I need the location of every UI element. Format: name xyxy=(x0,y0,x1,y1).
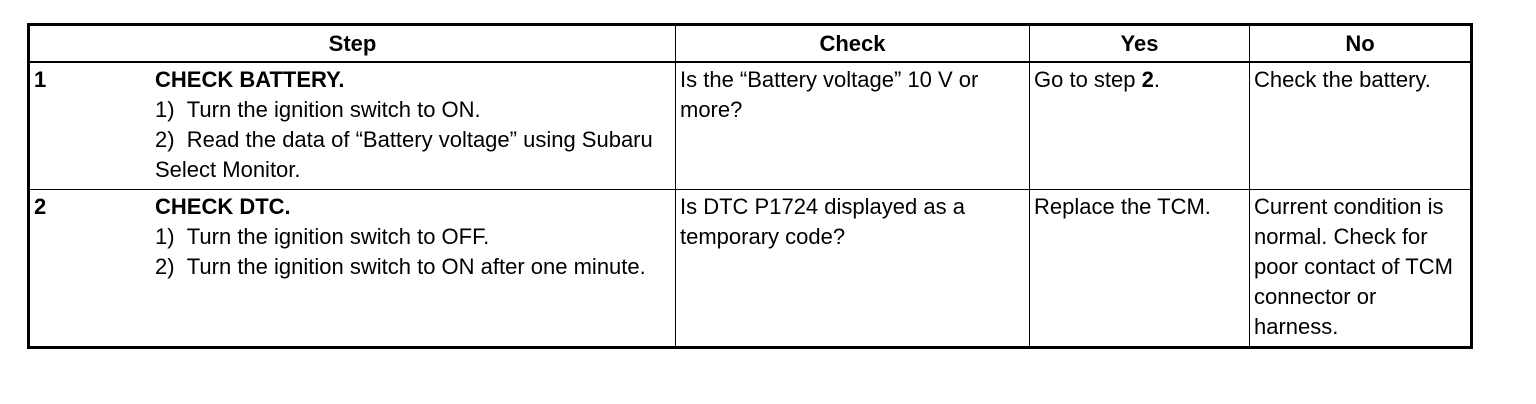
no-cell: Check the battery. xyxy=(1249,61,1472,190)
header-check: Check xyxy=(675,24,1030,63)
diagnostic-table: Step Check Yes No 1 CHECK BATTERY. 1) Tu… xyxy=(27,23,1473,349)
substep: 2) Turn the ignition switch to ON after … xyxy=(155,254,646,279)
table-row: 2 CHECK DTC. 1) Turn the ignition switch… xyxy=(28,189,1472,348)
step-number: 1 xyxy=(34,67,47,92)
step-title: CHECK DTC. xyxy=(155,194,291,219)
yes-cell: Go to step 2. xyxy=(1029,61,1250,190)
yes-text: Go to step xyxy=(1034,67,1142,92)
header-no: No xyxy=(1249,24,1472,63)
header-step: Step xyxy=(28,24,676,63)
step-number: 2 xyxy=(34,194,47,219)
substep: 1) Turn the ignition switch to ON. xyxy=(155,97,481,122)
substep: 1) Turn the ignition switch to OFF. xyxy=(155,224,490,249)
step-title: CHECK BATTERY. xyxy=(155,67,345,92)
check-cell: Is the “Battery voltage” 10 V or more? xyxy=(675,61,1030,190)
header-yes: Yes xyxy=(1029,24,1250,63)
yes-suffix: . xyxy=(1153,67,1160,92)
table-row: 1 CHECK BATTERY. 1) Turn the ignition sw… xyxy=(28,61,1472,190)
no-cell: Current condition is normal. Check for p… xyxy=(1249,189,1472,348)
step-cell: 1 CHECK BATTERY. 1) Turn the ignition sw… xyxy=(28,61,676,190)
step-cell: 2 CHECK DTC. 1) Turn the ignition switch… xyxy=(28,189,676,348)
yes-cell: Replace the TCM. xyxy=(1029,189,1250,348)
check-cell: Is DTC P1724 displayed as a temporary co… xyxy=(675,189,1030,348)
header-row: Step Check Yes No xyxy=(28,24,1472,63)
step-reference: 2 xyxy=(1141,67,1154,92)
substep: 2) Read the data of “Battery voltage” us… xyxy=(155,127,653,182)
